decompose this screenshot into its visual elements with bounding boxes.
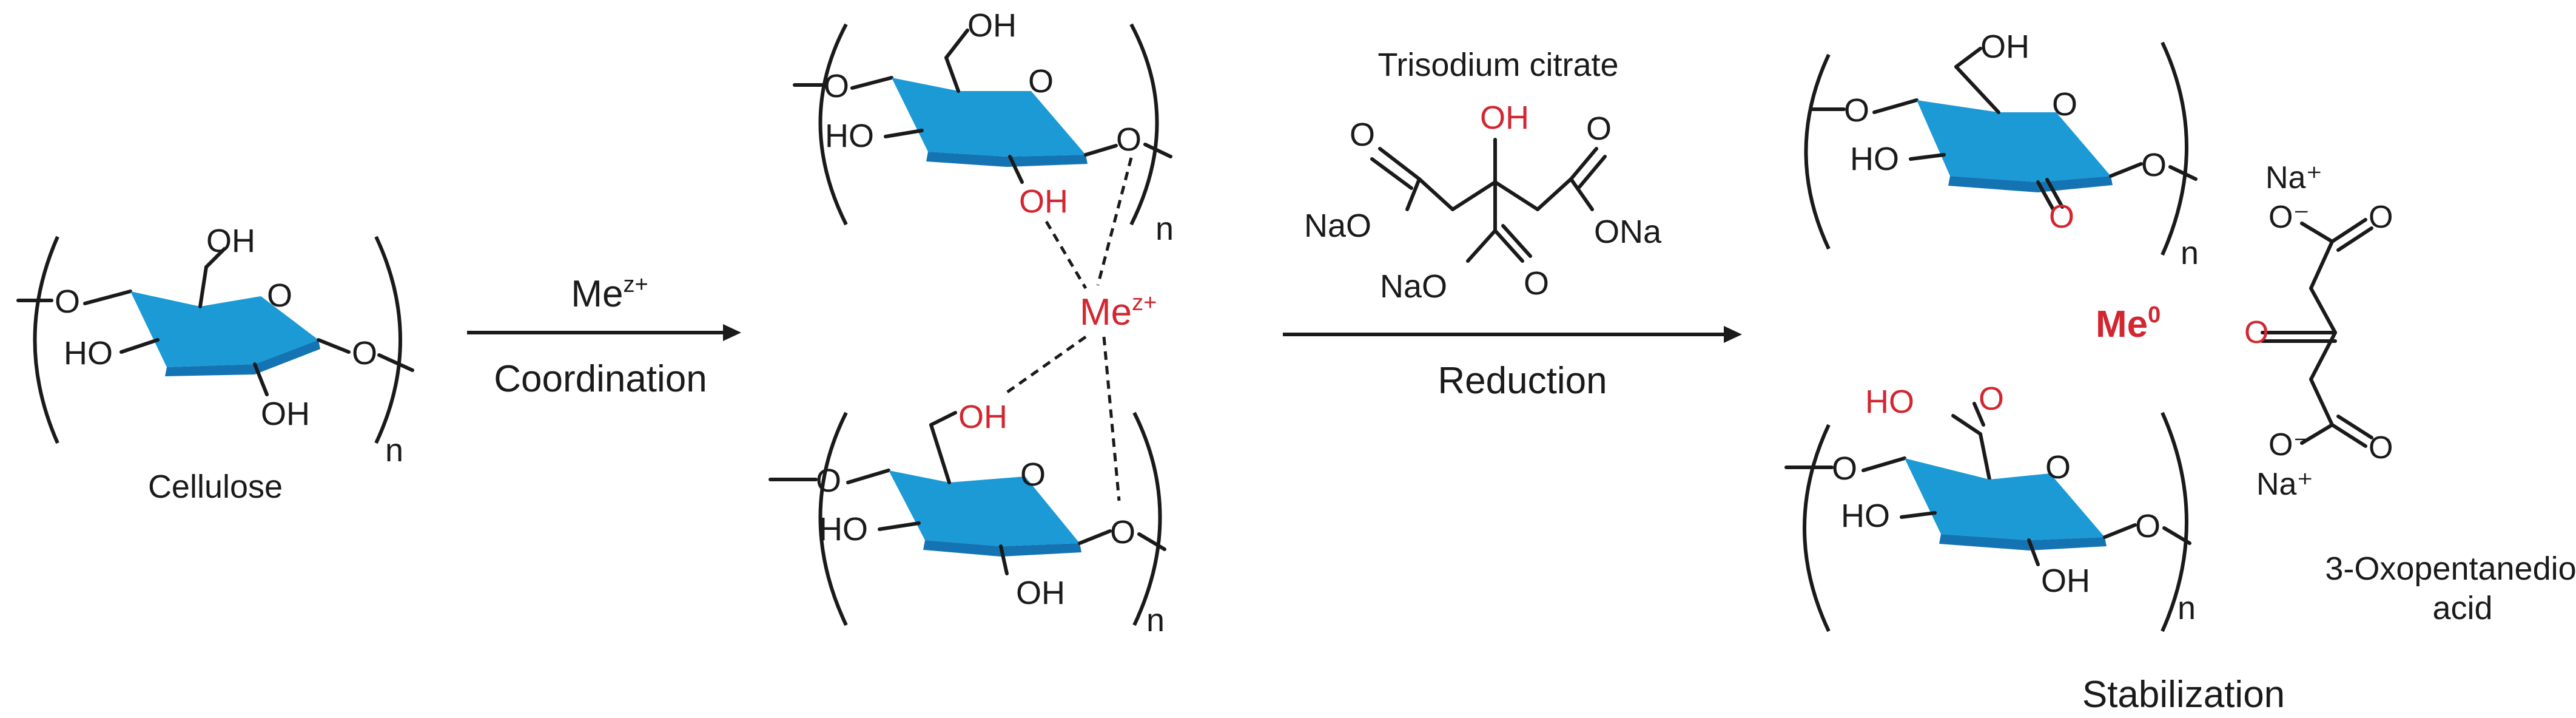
subscript-n: n <box>2181 235 2199 271</box>
atom-o: O <box>2369 430 2393 466</box>
oxidized-cellulose-ketone: O OH O HO O O n <box>1804 29 2199 271</box>
atom-nao: NaO <box>1304 208 1371 244</box>
metal-ion: Mez+ <box>1080 290 1157 333</box>
sodium-ion: Na⁺ <box>2265 160 2322 195</box>
atom-oh: OH <box>2041 563 2090 599</box>
atom-oh-highlight: OH <box>958 399 1007 435</box>
trisodium-citrate: Trisodium citrate OH O NaO O ONa NaO O <box>1304 47 1662 305</box>
atom-o: O <box>1844 92 1869 129</box>
ring-front-edge <box>1948 176 2113 192</box>
ring-front-edge <box>926 152 1088 167</box>
atom-oh: OH <box>967 7 1017 44</box>
carboxyl-ho: HO <box>1865 384 1914 420</box>
subscript-n: n <box>2177 590 2196 626</box>
ring-front-edge <box>165 340 320 376</box>
atom-ona: ONa <box>1594 214 1662 250</box>
oxidized-cellulose-carboxyl: HO O O O HO OH O n <box>1784 381 2196 632</box>
ring-oxygen: O <box>1020 456 1046 493</box>
atom-ho: HO <box>1841 498 1890 534</box>
reduction-label: Reduction <box>1438 360 1607 402</box>
atom-oh: OH <box>261 396 310 432</box>
ring-top-face <box>889 470 1080 546</box>
ring-top-face <box>1917 100 2111 182</box>
sodium-ion: Na⁺ <box>2256 467 2313 502</box>
ring-oxygen: O <box>1028 63 1054 100</box>
atom-o: O <box>55 283 80 320</box>
oxopentanedioic-label-line1: 3-Oxopentanedioic <box>2325 550 2576 587</box>
atom-o: O <box>1116 121 1142 158</box>
coordinated-cellulose-top: O OH O HO OH O n <box>793 7 1174 247</box>
atom-o: O <box>824 68 849 104</box>
metal-center: Mez+ <box>1003 157 1157 501</box>
subscript-n: n <box>1155 211 1174 247</box>
reagent-me-z: Mez+ <box>571 272 648 315</box>
reduction-arrow: Reduction <box>1283 326 1742 402</box>
carboxyl-o: O <box>1979 381 2004 417</box>
carboxylate-oxygen: O⁻ <box>2268 200 2310 235</box>
oxopentanedioic-acid: Na⁺ O⁻ O O O⁻ O Na⁺ 3-Oxopentanedioic ac… <box>2244 160 2576 626</box>
atom-oh: OH <box>1016 575 1065 611</box>
atom-o: O <box>1832 450 1857 487</box>
atom-o: O <box>816 462 841 499</box>
atom-oh: OH <box>206 223 255 259</box>
ring-top-face <box>892 78 1086 157</box>
citrate-oh: OH <box>1480 100 1529 136</box>
atom-ho: HO <box>1850 141 1899 177</box>
ring-oxygen: O <box>267 277 292 314</box>
atom-oh-highlight: OH <box>1019 183 1068 220</box>
coordination-arrow: Mez+ Coordination <box>467 272 741 400</box>
atom-o: O <box>1586 110 1612 147</box>
atom-oh: OH <box>1980 29 2030 65</box>
ring-oxygen: O <box>2045 449 2071 486</box>
oxopentanedioic-label-line2: acid <box>2432 590 2492 626</box>
citrate-title: Trisodium citrate <box>1377 47 1618 83</box>
atom-o: O <box>1350 117 1375 153</box>
left-paren <box>33 235 59 444</box>
cellulose-structure: O OH O HO OH O n Cellulose <box>16 223 414 505</box>
coordination-label: Coordination <box>494 358 707 400</box>
atom-o: O <box>352 335 377 371</box>
metal-nanoparticle: Me0 <box>2096 302 2161 345</box>
carboxylate-oxygen: O⁻ <box>2268 427 2310 462</box>
right-paren <box>374 235 402 444</box>
ring-top-face <box>130 291 318 367</box>
ketone-oxygen: O <box>2049 198 2074 235</box>
cellulose-label: Cellulose <box>148 469 283 505</box>
subscript-n: n <box>385 432 403 469</box>
atom-ho: HO <box>825 118 874 154</box>
coordinated-cellulose-bottom: O OH O HO OH O n <box>768 399 1166 638</box>
stabilization-label: Stabilization <box>2082 674 2285 716</box>
subscript-n: n <box>1146 602 1165 638</box>
left-paren <box>818 411 848 626</box>
ketone-oxygen: O <box>2244 315 2268 350</box>
atom-ho: HO <box>64 335 113 371</box>
right-paren <box>1132 411 1162 626</box>
atom-o: O <box>1524 265 1549 302</box>
atom-o: O <box>2141 147 2167 183</box>
atom-o: O <box>1110 514 1135 550</box>
ring-front-edge <box>1939 534 2107 550</box>
ring-oxygen: O <box>2052 86 2077 123</box>
ring-top-face <box>1905 458 2105 540</box>
atom-ho: HO <box>819 511 868 547</box>
atom-o: O <box>2135 508 2161 544</box>
atom-nao: NaO <box>1380 268 1447 305</box>
